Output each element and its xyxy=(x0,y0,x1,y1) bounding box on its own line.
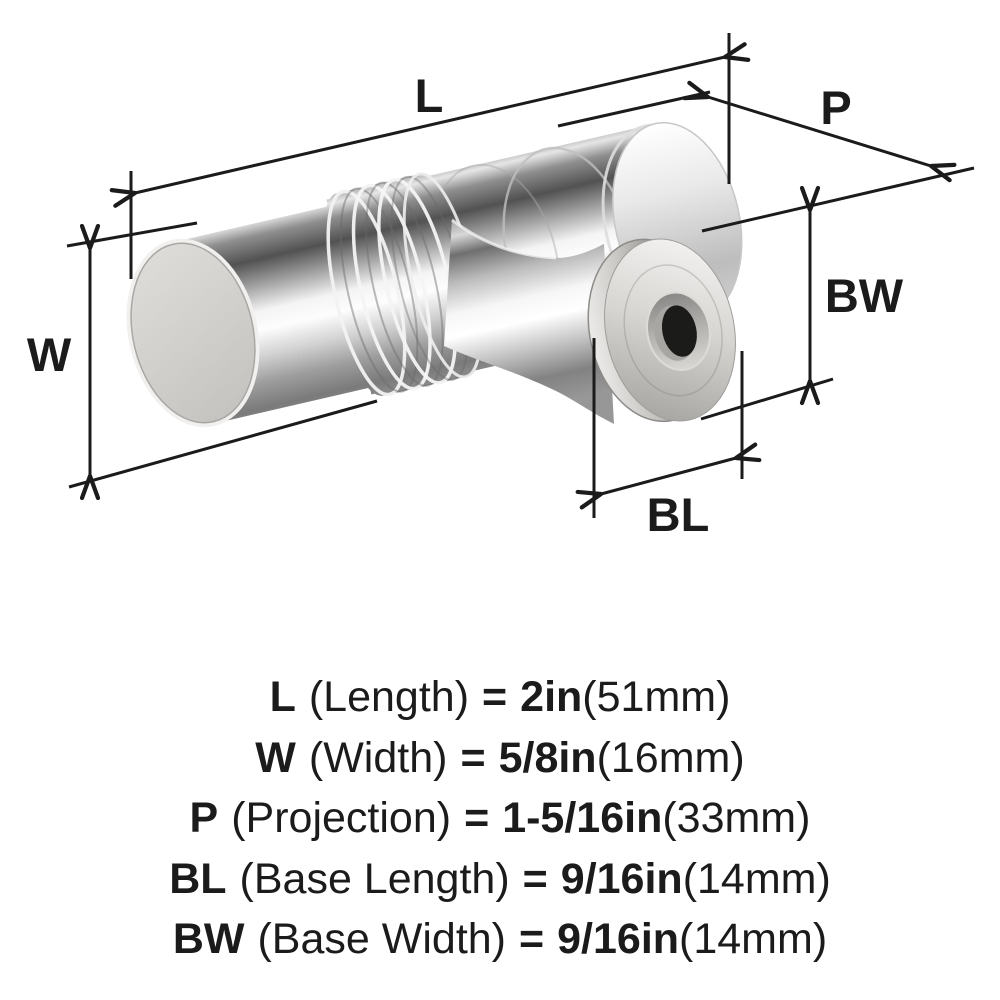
knob-illustration xyxy=(126,122,743,428)
dimension-name: (Base Length) xyxy=(239,854,510,903)
ext-line-W-bottom xyxy=(68,399,378,489)
dim-label-BL: BL xyxy=(647,488,710,541)
dim-label-L: L xyxy=(415,69,444,122)
dimension-row-length: L(Length)=2in(51mm) xyxy=(270,667,731,728)
ext-line-P-wall xyxy=(701,166,975,233)
dimension-name: (Projection) xyxy=(231,794,452,842)
equals-sign: = xyxy=(482,673,508,721)
knob-left-face xyxy=(130,242,256,424)
dimension-symbol: P xyxy=(189,794,219,842)
dimension-value-mm: (16mm) xyxy=(596,733,745,782)
dim-label-W: W xyxy=(27,328,72,381)
dim-line-P xyxy=(682,80,957,183)
dimension-spec-list: L(Length)=2in(51mm) W(Width)=5/8in(16mm)… xyxy=(0,667,1000,970)
knob-base-flange xyxy=(587,238,736,423)
dimension-value-inches: 2in xyxy=(520,673,583,721)
equals-sign: = xyxy=(519,915,545,963)
equals-sign: = xyxy=(460,733,486,782)
stem-highlight-edge xyxy=(451,218,557,260)
knob-diagram-svg: L P W BW BL xyxy=(27,33,975,541)
dimension-value-inches: 1-5/16in xyxy=(502,794,663,842)
dimension-row-base-length: BL(Base Length)=9/16in(14mm) xyxy=(169,849,831,910)
dimension-row-projection: P(Projection)=1-5/16in(33mm) xyxy=(190,788,811,849)
dimension-symbol: BL xyxy=(169,854,227,903)
dimension-name: (Width) xyxy=(308,733,448,782)
equals-sign: = xyxy=(464,794,490,842)
dimension-symbol: L xyxy=(269,673,296,721)
dimension-value-mm: (14mm) xyxy=(682,854,831,903)
knob-stem xyxy=(444,220,614,424)
dimension-symbol: BW xyxy=(172,915,245,963)
dimension-value-mm: (14mm) xyxy=(679,915,828,963)
dimension-row-width: W(Width)=5/8in(16mm) xyxy=(255,728,744,789)
dimension-value-inches: 9/16in xyxy=(557,915,680,963)
dimension-lines xyxy=(66,33,975,518)
dimension-value-inches: 5/8in xyxy=(498,733,597,782)
dim-label-BW: BW xyxy=(825,269,904,322)
screw-hole xyxy=(661,305,697,357)
dimension-name: (Length) xyxy=(308,673,470,721)
dimension-symbol: W xyxy=(255,733,296,782)
dimension-value-mm: (51mm) xyxy=(582,673,731,721)
dimension-name: (Base Width) xyxy=(257,915,506,963)
dimension-value-inches: 9/16in xyxy=(560,854,683,903)
dimension-row-base-width: BW(Base Width) =9/16in(14mm) xyxy=(173,909,827,970)
dim-label-P: P xyxy=(820,81,851,134)
dim-line-BL xyxy=(575,442,762,510)
flange-face-ring xyxy=(623,264,723,397)
dimension-value-mm: (33mm) xyxy=(662,794,811,842)
knob-left-face-rim xyxy=(126,238,260,428)
dim-line-L xyxy=(109,42,751,208)
equals-sign: = xyxy=(522,854,548,903)
ext-line-P-front xyxy=(557,90,711,128)
